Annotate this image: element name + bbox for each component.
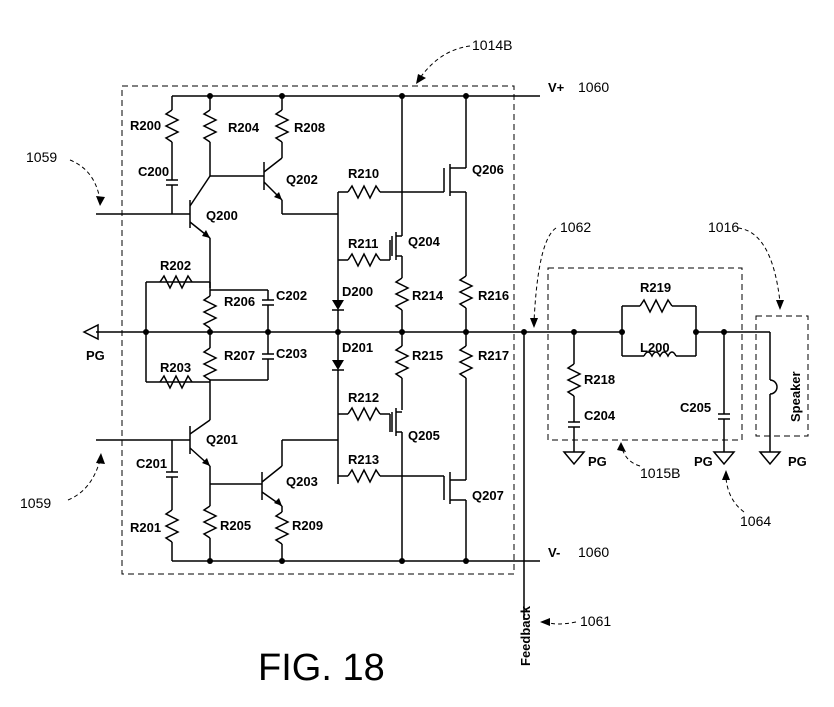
label-q200: Q200 bbox=[206, 208, 238, 223]
output-line bbox=[82, 323, 622, 341]
driver-stage bbox=[332, 96, 444, 561]
label-r200: R200 bbox=[130, 118, 161, 133]
ref-supply-positive: 1060 bbox=[578, 79, 609, 95]
label-q207: Q207 bbox=[472, 488, 504, 503]
label-pg-left: PG bbox=[86, 348, 105, 363]
label-d201: D201 bbox=[342, 340, 373, 355]
label-r215: R215 bbox=[412, 348, 443, 363]
label-c201: C201 bbox=[136, 456, 167, 471]
filter-block-outline bbox=[547, 267, 743, 441]
speaker-symbol bbox=[758, 332, 782, 466]
input-stage-upper bbox=[96, 96, 338, 288]
label-r218: R218 bbox=[584, 372, 615, 387]
ref-input-bottom: 1059 bbox=[20, 495, 51, 511]
label-r208: R208 bbox=[294, 120, 325, 135]
label-q206: Q206 bbox=[472, 162, 504, 177]
label-pg-speaker: PG bbox=[788, 454, 807, 469]
label-d200: D200 bbox=[342, 284, 373, 299]
rail-negative-label: V- bbox=[548, 545, 560, 560]
label-c205: C205 bbox=[680, 400, 711, 415]
ref-supply-negative: 1060 bbox=[578, 544, 609, 560]
leader-lines bbox=[67, 45, 784, 626]
label-r209: R209 bbox=[292, 518, 323, 533]
amplifier-block-outline bbox=[121, 85, 515, 575]
bias-network bbox=[145, 274, 274, 390]
label-r203: R203 bbox=[160, 360, 191, 375]
label-r207: R207 bbox=[224, 348, 255, 363]
output-stage bbox=[207, 93, 474, 564]
label-c202: C202 bbox=[276, 288, 307, 303]
label-q203: Q203 bbox=[286, 474, 318, 489]
label-q205: Q205 bbox=[408, 428, 440, 443]
label-q201: Q201 bbox=[206, 432, 238, 447]
ref-input-top: 1059 bbox=[26, 149, 57, 165]
label-c203: C203 bbox=[276, 346, 307, 361]
label-r206: R206 bbox=[224, 294, 255, 309]
label-r204: R204 bbox=[228, 120, 260, 135]
label-q202: Q202 bbox=[286, 172, 318, 187]
label-r219: R219 bbox=[640, 280, 671, 295]
ref-filter-block: 1015B bbox=[640, 465, 680, 481]
label-speaker: Speaker bbox=[788, 371, 803, 422]
label-r202: R202 bbox=[160, 258, 191, 273]
figure-title: FIG. 18 bbox=[258, 647, 385, 689]
label-r214: R214 bbox=[412, 288, 444, 303]
label-c200: C200 bbox=[138, 164, 169, 179]
output-filter bbox=[562, 298, 770, 466]
ref-amp-block: 1014B bbox=[472, 37, 512, 53]
label-r213: R213 bbox=[348, 452, 379, 467]
speaker-block-outline bbox=[755, 315, 809, 437]
ref-ground: 1064 bbox=[740, 513, 771, 529]
label-pg-c204: PG bbox=[588, 454, 607, 469]
label-r217: R217 bbox=[478, 348, 509, 363]
label-r201: R201 bbox=[130, 520, 161, 535]
label-r216: R216 bbox=[478, 288, 509, 303]
ref-feedback: 1061 bbox=[580, 613, 611, 629]
label-r205: R205 bbox=[220, 518, 251, 533]
label-r212: R212 bbox=[348, 390, 379, 405]
rail-positive-label: V+ bbox=[548, 80, 565, 95]
label-feedback: Feedback bbox=[518, 605, 533, 666]
label-r211: R211 bbox=[348, 236, 378, 251]
label-c204: C204 bbox=[584, 408, 616, 423]
label-pg-c205: PG bbox=[694, 454, 713, 469]
label-l200: L200 bbox=[640, 340, 670, 355]
ref-output-node: 1062 bbox=[560, 219, 591, 235]
label-q204: Q204 bbox=[408, 234, 441, 249]
label-r210: R210 bbox=[348, 166, 379, 181]
ref-speaker-block: 1016 bbox=[708, 219, 739, 235]
